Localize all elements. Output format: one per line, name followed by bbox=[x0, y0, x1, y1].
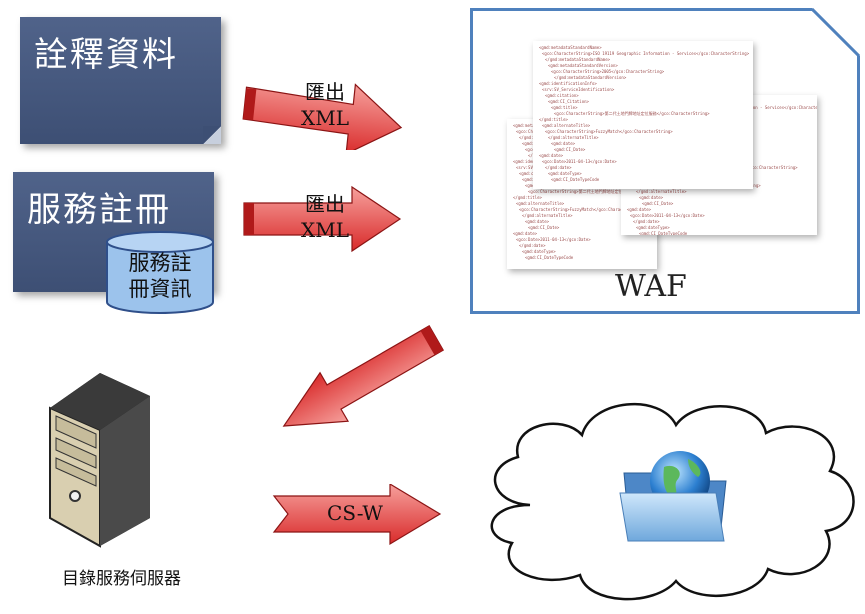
xml-line: </gmd:date> bbox=[519, 243, 546, 248]
right-arrow-icon bbox=[242, 83, 403, 155]
export-arrow-1-line1: 匯出 bbox=[305, 80, 345, 104]
xml-line: <gmd:CI_DateTypeCode bbox=[551, 177, 600, 182]
waf-label: WAF bbox=[615, 269, 687, 304]
xml-line: </gmd:date> bbox=[633, 219, 660, 224]
xml-line: <gco:CharacterString>ISO 19119 Geographi… bbox=[542, 51, 750, 56]
database-icon bbox=[106, 231, 214, 314]
service-registry-box-title: 服務註冊 bbox=[27, 190, 171, 230]
xml-line: <gmd:metadataStandardName> bbox=[539, 45, 602, 50]
xml-line: <gmd:date> bbox=[639, 195, 664, 200]
database-label-line1: 服務註 bbox=[128, 251, 192, 275]
xml-line: <gmd:CI_DateTypeCode bbox=[639, 231, 688, 235]
xml-line: <gmd:date> bbox=[539, 153, 564, 158]
xml-line: <gmd:CI_Date> bbox=[554, 147, 586, 152]
xml-line: <gco:Date>2011-04-13</gco:Date> bbox=[516, 237, 591, 242]
database-label-line2: 冊資訊 bbox=[128, 277, 192, 301]
xml-line: <gmd:dateType> bbox=[548, 171, 582, 176]
xml-document-front: <gmd:metadataStandardName><gco:Character… bbox=[533, 41, 753, 189]
xml-line: <gmd:date> bbox=[551, 141, 576, 146]
xml-line: </gmd:title> bbox=[513, 195, 542, 200]
corner-fold-icon bbox=[812, 8, 860, 56]
xml-line: </gmd:alternateTitle> bbox=[548, 135, 599, 140]
waf-panel: <gmd:metadataStandardName><gco:Character… bbox=[470, 8, 860, 314]
xml-line: <gmd:date> bbox=[513, 231, 538, 236]
service-registry-database: 服務註 冊資訊 bbox=[104, 230, 216, 315]
xml-line: </gmd:title> bbox=[539, 117, 568, 122]
xml-line: <gmd:alternateTitle> bbox=[516, 201, 565, 206]
right-arrow-icon bbox=[243, 185, 402, 253]
server-icon bbox=[49, 373, 150, 548]
xml-line: </gmd:alternateTitle> bbox=[636, 189, 687, 194]
xml-line: </gmd:date> bbox=[545, 165, 572, 170]
xml-line: <gmd:CI_DateTypeCode bbox=[525, 255, 574, 260]
xml-line: <gco:CharacterString>FuzzyMatch</gco:Cha… bbox=[519, 207, 647, 212]
folder-globe-icon bbox=[619, 451, 727, 542]
xml-line: <gco:CharacterString>FuzzyMatch</gco:Cha… bbox=[545, 129, 673, 134]
diagonal-arrow-icon bbox=[282, 325, 445, 427]
export-arrow-2-line2: XML bbox=[301, 218, 349, 242]
page-fold-icon bbox=[203, 126, 221, 144]
xml-line: <gmd:alternateTitle> bbox=[542, 123, 591, 128]
export-xml-arrow-1: 匯出 XML bbox=[240, 75, 405, 155]
right-arrow-icon bbox=[272, 482, 442, 546]
internet-cloud bbox=[470, 385, 865, 610]
xml-line: <gco:Date>2011-04-13</gco:Date> bbox=[630, 213, 705, 218]
xml-line: </gmd:metadataStandardName> bbox=[545, 57, 611, 62]
xml-line: <gmd:title> bbox=[551, 105, 578, 110]
xml-line: </gmd:alternateTitle> bbox=[522, 213, 573, 218]
xml-line: <gmd:identificationInfo> bbox=[539, 81, 597, 86]
xml-line: <gmd:CI_Date> bbox=[642, 201, 674, 206]
metadata-box: 詮釋資料 bbox=[20, 17, 221, 144]
server-label: 目錄服務伺服器 bbox=[62, 569, 181, 589]
metadata-box-title: 詮釋資料 bbox=[34, 35, 178, 75]
xml-line: <gmd:CI_Citation> bbox=[548, 99, 589, 104]
xml-line: </gmd:metadataStandardVersion> bbox=[554, 75, 627, 80]
xml-line: <gco:CharacterString>第二代土地門牌地址定位服務</gco:… bbox=[554, 111, 710, 116]
xml-line: <gmd:date> bbox=[627, 207, 652, 212]
export-arrow-2-line1: 匯出 bbox=[305, 192, 345, 216]
csw-label: CS-W bbox=[327, 501, 383, 525]
xml-line: <gco:CharacterString>第二代土地門牌地址定位服務</gco:… bbox=[528, 189, 657, 194]
export-xml-arrow-2: 匯出 XML bbox=[240, 185, 405, 255]
harvest-arrow bbox=[270, 320, 450, 445]
xml-line: <gco:CharacterString>2005</gco:Character… bbox=[551, 69, 665, 74]
xml-line: <gmd:citation> bbox=[545, 93, 579, 98]
xml-line: <gmd:dateType> bbox=[636, 225, 670, 230]
xml-line: <gmd:dateType> bbox=[522, 249, 556, 254]
xml-line: <srv:SV_ServiceIdentification> bbox=[542, 87, 615, 92]
xml-line: <gmd:date> bbox=[525, 219, 550, 224]
csw-arrow: CS-W bbox=[272, 482, 444, 546]
export-arrow-1-line2: XML bbox=[301, 106, 349, 130]
xml-line: <gmd:CI_Date> bbox=[528, 225, 560, 230]
xml-line: <gco:Date>2011-04-13</gco:Date> bbox=[542, 159, 617, 164]
catalog-server bbox=[40, 368, 160, 548]
xml-line: <gmd:metadataStandardVersion> bbox=[548, 63, 618, 68]
